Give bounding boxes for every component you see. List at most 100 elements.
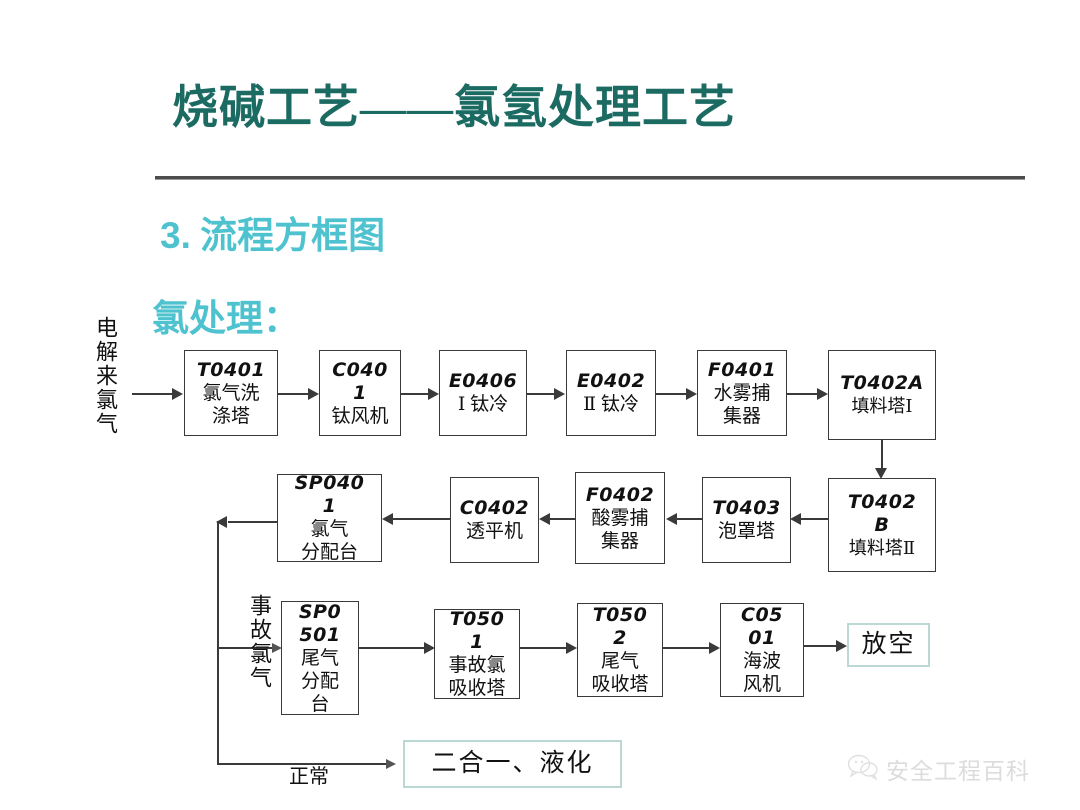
node-label-2: 涤塔 (211, 405, 250, 427)
connector-sp0501-to-t0501 (359, 647, 427, 649)
node-label-1: Ⅰ 钛冷 (457, 394, 509, 415)
label-accident-chlorine: 事故氯气 (247, 594, 272, 690)
arrowhead-e0402-to-f0401 (686, 388, 697, 400)
arrowhead-trunk-to-liquefaction (386, 759, 396, 769)
node-code-2: 1 (470, 631, 484, 653)
subsection-heading: 氯处理： (152, 299, 300, 340)
node-label-2: 分配 (300, 670, 339, 692)
node-code: F0401 (707, 358, 777, 381)
node-code: T050 (449, 608, 505, 630)
connector-t0402a-to-t0402b (881, 440, 883, 475)
node-code: SP040 (294, 472, 365, 494)
arrowhead-sp0401-out (216, 516, 227, 528)
arrowhead-t0501-to-t0502 (566, 642, 577, 654)
node-t0402b[interactable]: T0402 B 填料塔Ⅱ (828, 478, 936, 572)
node-c0501[interactable]: C05 01 海波 风机 (720, 603, 804, 697)
node-c0401[interactable]: C040 1 钛风机 (319, 350, 401, 436)
node-e0406[interactable]: E0406 Ⅰ 钛冷 (439, 350, 527, 436)
node-label-1: 尾气 (600, 651, 639, 672)
node-sp0401[interactable]: SP040 1 氯气 分配台 (277, 472, 382, 563)
connector-trunk-vertical (217, 521, 219, 765)
node-t0403[interactable]: T0403 泡罩塔 (702, 477, 791, 563)
node-label-2: 吸收塔 (448, 678, 506, 699)
node-t0501[interactable]: T050 1 事故氯 吸收塔 (434, 608, 520, 699)
node-label-2: 风机 (742, 674, 781, 695)
node-code: T0403 (712, 497, 781, 519)
node-label-1: 填料塔Ⅱ (848, 537, 916, 558)
watermark: 安全工程百科 (847, 752, 1030, 786)
node-label-1: 填料塔Ⅰ (851, 396, 913, 416)
connector-t0402b-to-t0403 (800, 518, 828, 520)
node-label-1: 酸雾捕 (591, 507, 649, 529)
node-label-1: 事故氯 (448, 655, 506, 676)
arrowhead-t0403-to-f0402 (666, 513, 677, 525)
node-label-2: 吸收塔 (591, 674, 649, 695)
connector-trunk-to-liquefaction (217, 763, 392, 765)
node-label-2: 分配台 (300, 542, 358, 563)
node-f0402[interactable]: F0402 酸雾捕 集器 (575, 472, 665, 564)
connector-f0401-to-t0402a (787, 393, 819, 395)
node-label-2: 集器 (722, 405, 761, 427)
node-label-1: 氯气洗 (202, 382, 260, 404)
node-t0401[interactable]: T0401 氯气洗 涤塔 (184, 350, 278, 436)
node-c0402[interactable]: C0402 透平机 (450, 477, 539, 563)
connector-f0402-to-c0402 (548, 518, 575, 520)
connector-t0401-to-c0401 (278, 393, 310, 395)
connector-e0406-to-e0402 (527, 393, 556, 395)
arrowhead-f0401-to-t0402a (817, 388, 828, 400)
watermark-text: 安全工程百科 (886, 759, 1030, 784)
node-code: C0402 (459, 497, 530, 519)
connector-sp0401-out (228, 521, 277, 523)
node-label-1: 水雾捕 (713, 382, 771, 404)
node-code: E0402 (576, 370, 646, 392)
node-label-1: 尾气 (300, 647, 339, 669)
node-label-1: 放空 (861, 631, 916, 658)
arrowhead-t0502-to-c0501 (709, 642, 720, 654)
node-code: C05 (741, 604, 783, 626)
node-code-2: 501 (299, 623, 341, 646)
wechat-icon (847, 754, 878, 785)
connector-c0401-to-e0406 (401, 393, 430, 395)
node-code-2: 1 (322, 495, 337, 517)
node-code: C040 (332, 358, 388, 381)
connector-t0501-to-t0502 (520, 647, 570, 649)
node-label-2: 集器 (600, 530, 639, 552)
connector-trunk-to-sp0501 (217, 647, 279, 649)
node-liquefaction[interactable]: 二合一、液化 (403, 740, 622, 788)
arrowhead-e0406-to-e0402 (554, 388, 565, 400)
connector-e0402-to-f0401 (656, 393, 688, 395)
section-number: 3. (160, 215, 191, 256)
node-t0502[interactable]: T050 2 尾气 吸收塔 (577, 603, 663, 697)
arrowhead-c0401-to-e0406 (428, 388, 439, 400)
arrowhead-trunk-to-sp0501 (272, 643, 282, 653)
node-code: E0406 (448, 370, 518, 392)
node-label-1: 泡罩塔 (717, 521, 775, 542)
node-f0401[interactable]: F0401 水雾捕 集器 (697, 350, 787, 436)
arrowhead-t0401-to-c0401 (308, 388, 319, 400)
node-code-2: 01 (748, 627, 776, 649)
node-code: T0402 (847, 490, 917, 513)
arrowhead-t0402b-to-t0403 (790, 513, 801, 525)
node-label-1: Ⅱ 钛冷 (583, 394, 639, 415)
node-sp0501[interactable]: SP0 501 尾气 分配 台 (281, 601, 359, 715)
node-label-1: 钛风机 (331, 405, 389, 427)
node-code: T0401 (196, 358, 266, 381)
node-t0402a[interactable]: T0402A 填料塔Ⅰ (828, 350, 936, 440)
connector-c0402-to-sp0401 (392, 518, 450, 520)
connector-t0403-to-f0402 (675, 518, 702, 520)
node-code: T050 (592, 604, 648, 626)
node-code: T0402A (840, 372, 924, 394)
label-normal: 正常 (289, 766, 329, 788)
node-e0402[interactable]: E0402 Ⅱ 钛冷 (566, 350, 656, 436)
arrowhead-f0402-to-c0402 (539, 513, 550, 525)
section-heading: 3. 流程方框图 (160, 212, 385, 261)
page-title: 烧碱工艺——氯氢处理工艺 (172, 82, 736, 133)
connector-c0501-to-vent (804, 645, 840, 647)
node-code-2: 1 (353, 381, 367, 404)
node-code: F0402 (585, 483, 655, 506)
node-vent[interactable]: 放空 (847, 623, 930, 667)
connector-t0502-to-c0501 (663, 647, 713, 649)
arrowhead-t0402a-to-t0402b (875, 468, 887, 479)
arrowhead-c0501-to-vent (836, 640, 847, 652)
